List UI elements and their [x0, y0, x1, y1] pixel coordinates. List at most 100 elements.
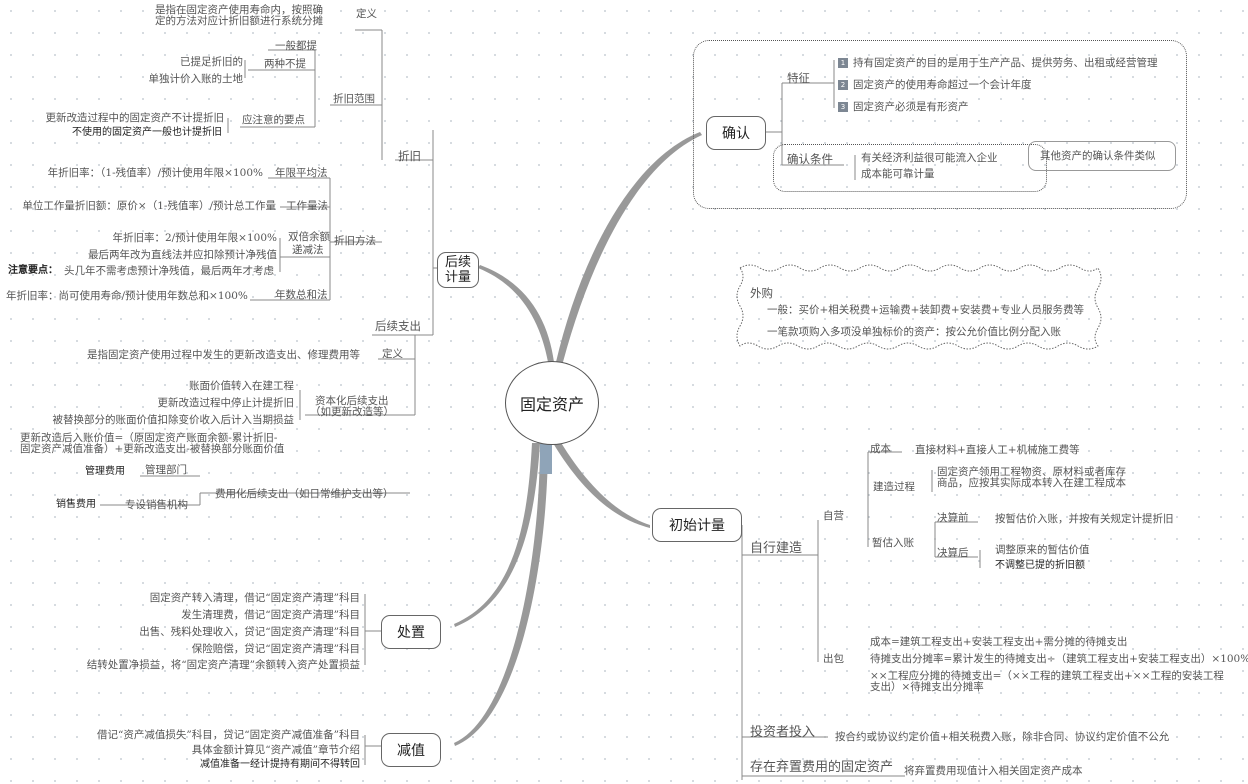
topic-initial-label: 初始计量 [669, 518, 725, 534]
ddb-note[interactable]: 头几年不需考虑预计净残值，最后两年才考虑 [64, 265, 274, 277]
ddb-item[interactable]: 最后两年改为直线法并应扣除预计净残值 [88, 249, 277, 261]
investor-text[interactable]: 按合约或协议约定价值+相关税费入账，除非合同、协议约定价值不公允 [835, 731, 1170, 743]
methods-label[interactable]: 折旧方法 [334, 235, 376, 247]
scope-label[interactable]: 折旧范围 [333, 93, 375, 105]
provisional-label[interactable]: 暂估入账 [872, 537, 914, 549]
ddb-item[interactable]: 年折旧率：2/预计使用年限×100% [112, 232, 277, 244]
tree-lines [100, 29, 981, 780]
number-badge-icon: 3 [838, 102, 848, 112]
purchase-item[interactable]: 一般：买价+相关税费+运输费+装卸费+安装费+专业人员服务费等 [767, 304, 1084, 316]
cost-label[interactable]: 成本 [870, 443, 891, 455]
capitalized-item[interactable]: 账面价值转入在建工程 [189, 380, 294, 392]
condition-item[interactable]: 有关经济利益很可能流入企业 [861, 152, 998, 164]
exception-item[interactable]: 单独计价入账的土地 [148, 73, 244, 85]
purchase-label[interactable]: 外购 [750, 286, 773, 300]
topic-disposal[interactable]: 处置 [381, 615, 441, 649]
central-topic[interactable]: 固定资产 [505, 361, 599, 445]
capitalized-item[interactable]: 被替换部分的账面价值扣除变价收入后计入当期损益 [52, 414, 295, 426]
other-assets-note-box [1028, 141, 1176, 171]
after-settlement-label[interactable]: 决算后 [937, 547, 969, 559]
topic-impairment[interactable]: 减值 [381, 733, 441, 767]
process-label[interactable]: 建造过程 [873, 481, 915, 493]
sales-department[interactable]: 专设销售机构 [125, 499, 188, 511]
after-settlement-item[interactable]: 调整原来的暂估价值 [995, 544, 1090, 556]
contracted-label[interactable]: 出包 [823, 653, 844, 665]
mgmt-department[interactable]: 管理部门 [145, 464, 187, 476]
retirement-text[interactable]: 将弃置费用现值计入相关固定资产成本 [904, 765, 1083, 777]
expensed-label[interactable]: 费用化后续支出（如日常维护支出等） [215, 488, 394, 500]
contracted-item[interactable]: 成本=建筑工程支出+安装工程支出+需分摊的待摊支出 [870, 636, 1128, 648]
depreciation-label[interactable]: 折旧 [398, 149, 421, 163]
units-formula[interactable]: 单位工作量折旧额：原价×（1-残值率）/预计总工作量 [22, 200, 276, 212]
disposal-item[interactable]: 结转处置净损益，将“固定资产清理”余额转入资产处置损益 [86, 659, 360, 671]
syd-formula[interactable]: 年折旧率：尚可使用寿命/预计使用年数总和×100% [6, 290, 248, 302]
impairment-note[interactable]: 减值准备一经计提持有期间不得转回 [200, 759, 360, 770]
notes-label[interactable]: 应注意的要点 [242, 114, 305, 126]
contracted-formula-1[interactable]: ××工程应分摊的待摊支出=（××工程的建筑工程支出+××工程的安装工程 [870, 670, 1224, 682]
process-text-2[interactable]: 商品，应按其实际成本转入在建工程成本 [937, 477, 1126, 489]
straight-line-formula[interactable]: 年折旧率：（1-残值率）/预计使用年限×100% [47, 167, 263, 179]
topic-disposal-label: 处置 [397, 625, 425, 641]
note-item[interactable]: 更新改造过程中的固定资产不计提折旧 [45, 112, 225, 124]
capitalized-label-1[interactable]: 资本化后续支出 [315, 395, 389, 407]
center-bridge [540, 444, 552, 474]
scope-all[interactable]: 一般都提 [275, 40, 317, 52]
purchase-item[interactable]: 一笔款项购入多项没单独标价的资产：按公允价值比例分配入账 [767, 326, 1061, 338]
retirement-label[interactable]: 存在弃置费用的固定资产 [750, 760, 894, 775]
note-item[interactable]: 不使用的固定资产一般也计提折旧 [72, 127, 222, 138]
disposal-item[interactable]: 出售、残料处理收入，贷记“固定资产清理”科目 [139, 626, 360, 638]
topic-recognition-label: 确认 [722, 126, 750, 142]
impairment-item[interactable]: 具体金额计算见“资产减值”章节介绍 [191, 744, 360, 756]
disposal-item[interactable]: 保险赔偿，贷记“固定资产清理”科目 [191, 643, 360, 655]
before-settlement-label[interactable]: 决算前 [937, 512, 969, 524]
topic-recognition[interactable]: 确认 [706, 116, 766, 150]
number-badge-icon: 2 [838, 80, 848, 90]
syd-label[interactable]: 年数总和法 [275, 289, 328, 301]
main-branches [454, 132, 702, 746]
recognition-boundary [693, 40, 1187, 209]
self-built-label[interactable]: 自行建造 [750, 541, 803, 556]
process-text-1[interactable]: 固定资产领用工程物资、原材料或者库存 [937, 466, 1126, 478]
condition-item[interactable]: 成本能可靠计量 [861, 168, 935, 180]
conditions-label[interactable]: 确认条件 [787, 152, 833, 166]
capitalized-item[interactable]: 更新改造过程中停止计提折旧 [157, 397, 295, 409]
exception-item[interactable]: 已提足折旧的 [180, 56, 243, 68]
contracted-formula-2[interactable]: 支出）×待摊支出分摊率 [870, 681, 984, 693]
capitalized-formula-2[interactable]: 固定资产减值准备）+更新改造支出-被替换部分账面价值 [20, 443, 285, 455]
sales-expense[interactable]: 销售费用 [56, 499, 96, 510]
after-settlement-item[interactable]: 不调整已提的折旧额 [995, 560, 1085, 571]
ddb-note-prefix: 注意要点： [8, 265, 58, 276]
feature-item[interactable]: 2 固定资产的使用寿命超过一个会计年度 [838, 79, 1032, 91]
subsequent-definition-label[interactable]: 定义 [382, 348, 403, 360]
disposal-item[interactable]: 发生清理费，借记“固定资产清理”科目 [181, 609, 360, 621]
definition-label[interactable]: 定义 [356, 8, 377, 20]
before-settlement-text[interactable]: 按暂估价入账，并按有关规定计提折旧 [995, 513, 1174, 525]
ddb-label-2[interactable]: 递减法 [292, 244, 324, 256]
conditions-boundary [773, 144, 1047, 192]
subsequent-expenditure-label[interactable]: 后续支出 [375, 319, 421, 333]
capitalized-label-2[interactable]: （如更新改造等） [310, 406, 394, 418]
cost-text[interactable]: 直接材料+直接人工+机械施工费等 [915, 444, 1080, 456]
feature-text: 固定资产的使用寿命超过一个会计年度 [853, 79, 1032, 91]
topic-initial-measurement[interactable]: 初始计量 [652, 508, 742, 542]
subsequent-definition-text[interactable]: 是指固定资产使用过程中发生的更新改造支出、修理费用等 [87, 349, 360, 361]
central-topic-label: 固定资产 [519, 395, 584, 414]
impairment-item[interactable]: 借记“资产减值损失”科目，贷记“固定资产减值准备”科目 [97, 729, 360, 741]
straight-line-label[interactable]: 年限平均法 [275, 167, 328, 179]
topic-subsequent-measurement[interactable]: 后续计量 [437, 252, 479, 288]
investor-label[interactable]: 投资者投入 [750, 725, 816, 740]
mgmt-expense[interactable]: 管理费用 [85, 466, 125, 477]
disposal-item[interactable]: 固定资产转入清理，借记“固定资产清理”科目 [149, 592, 360, 604]
self-operated-label[interactable]: 自营 [823, 510, 844, 522]
units-label[interactable]: 工作量法 [286, 200, 328, 212]
features-label[interactable]: 特征 [787, 71, 810, 85]
other-assets-note[interactable]: 其他资产的确认条件类似 [1040, 150, 1156, 162]
capitalized-formula-1[interactable]: 更新改造后入账价值=（原固定资产账面余额-累计折旧- [20, 432, 278, 444]
two-exceptions-label[interactable]: 两种不提 [264, 58, 306, 70]
contracted-item[interactable]: 待摊支出分摊率=累计发生的待摊支出÷（建筑工程支出+安装工程支出）×100% [870, 653, 1248, 665]
ddb-label-1[interactable]: 双倍余额 [288, 231, 330, 243]
topic-subsequent-label: 后续计量 [444, 255, 471, 285]
